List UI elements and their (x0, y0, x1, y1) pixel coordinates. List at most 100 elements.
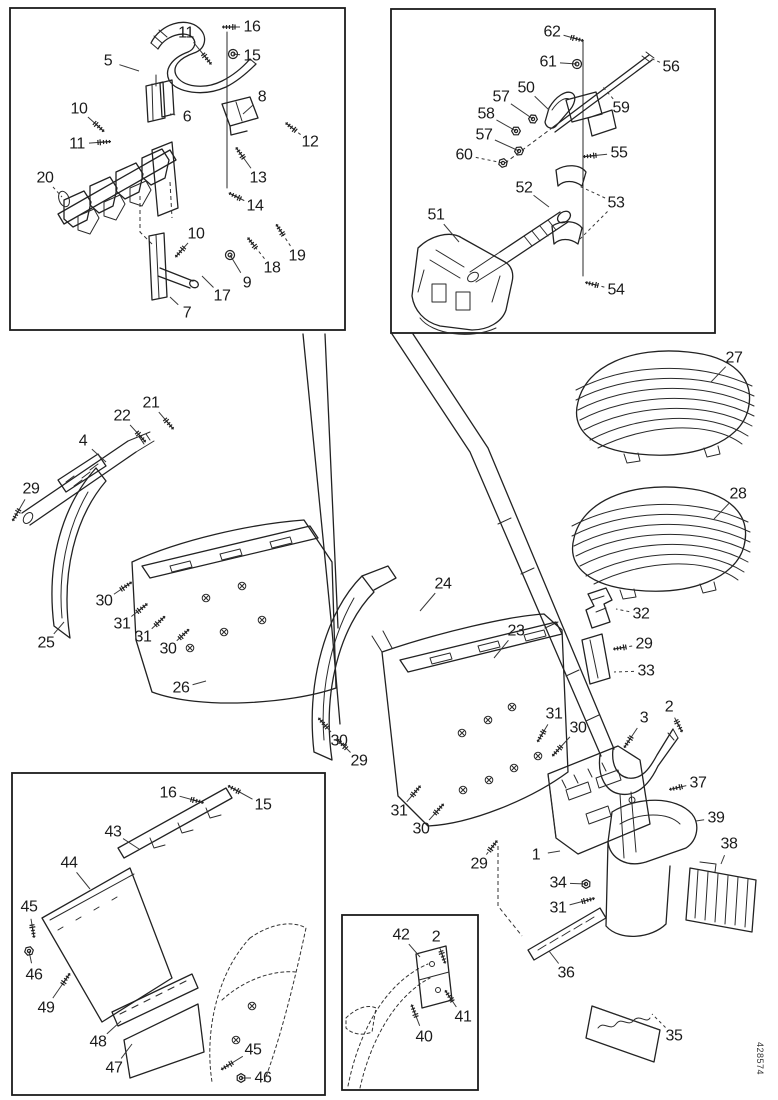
leader-line (720, 854, 726, 865)
callout-16: 16 (160, 785, 177, 802)
callout-31: 31 (391, 803, 408, 820)
callout-33: 33 (638, 663, 655, 680)
callout-59: 59 (613, 100, 630, 117)
callout-31: 31 (546, 706, 563, 723)
drawing-number: 428574 (755, 1042, 765, 1075)
leader-line (229, 254, 242, 274)
callout-36: 36 (558, 965, 575, 982)
leader-line (419, 592, 436, 612)
leader-line (192, 680, 207, 686)
callout-2: 2 (432, 929, 441, 946)
leader-line (713, 502, 731, 520)
leader-line (443, 223, 460, 243)
callout-44: 44 (61, 855, 78, 872)
part-worm-52 (467, 210, 572, 283)
callout-60: 60 (456, 147, 473, 164)
leader-line (485, 845, 494, 855)
callout-32: 32 (633, 606, 650, 623)
alignment-dash (139, 196, 153, 245)
leader-line (120, 1043, 133, 1059)
callout-61: 61 (540, 54, 557, 71)
leader-line (649, 57, 661, 63)
callout-58: 58 (478, 106, 495, 123)
part-shield-23 (371, 613, 569, 827)
part-handlebar-tube-left (302, 333, 341, 725)
leader-line (695, 819, 705, 822)
callout-24: 24 (435, 576, 452, 593)
main-assembly (21, 333, 757, 1063)
callout-19: 19 (289, 248, 306, 265)
callout-6: 6 (183, 109, 192, 126)
ghost-fender (209, 923, 307, 1083)
part-bracket-32 (585, 587, 613, 629)
callout-39: 39 (708, 810, 725, 827)
callout-10: 10 (71, 101, 88, 118)
callout-29: 29 (471, 856, 488, 873)
callout-53: 53 (608, 195, 625, 212)
callout-15: 15 (244, 48, 261, 65)
part-plate-44 (41, 867, 173, 1023)
part-axle-4 (21, 431, 155, 526)
leader-line (53, 621, 65, 635)
part-roller-17 (189, 279, 199, 289)
callout-49: 49 (38, 1000, 55, 1017)
callout-15: 15 (255, 797, 272, 814)
callout-29: 29 (636, 636, 653, 653)
callout-57: 57 (493, 89, 510, 106)
callout-13: 13 (250, 170, 267, 187)
leader-line (232, 53, 241, 56)
callout-51: 51 (428, 207, 445, 224)
callout-30: 30 (413, 821, 430, 838)
part-lever-50 (544, 91, 617, 137)
alignment-dash (497, 846, 523, 937)
callout-43: 43 (105, 824, 122, 841)
leader-line (534, 95, 550, 111)
leader-line (169, 113, 176, 116)
callout-8: 8 (258, 89, 267, 106)
callout-57: 57 (476, 127, 493, 144)
callout-11: 11 (69, 136, 85, 153)
callout-31: 31 (550, 900, 567, 917)
leader-line (52, 186, 63, 198)
callout-7: 7 (183, 305, 192, 322)
callout-29: 29 (351, 753, 368, 770)
inset-frame-bottom-middle (341, 914, 479, 1091)
callout-26: 26 (173, 680, 190, 697)
leader-line (602, 86, 614, 100)
leader-line (494, 139, 520, 152)
leader-line (615, 608, 630, 613)
callout-31: 31 (135, 629, 152, 646)
leader-line (578, 185, 606, 199)
callout-25: 25 (38, 635, 55, 652)
leader-line (559, 62, 578, 65)
leader-line (493, 639, 509, 659)
leader-line (76, 872, 91, 890)
leader-line (569, 882, 587, 885)
leader-line (547, 850, 561, 854)
callout-37: 37 (690, 775, 707, 792)
leader-line (119, 64, 140, 72)
inset-frame-bottom-left (11, 772, 326, 1096)
callout-46: 46 (26, 967, 43, 984)
part-bracket-33 (581, 633, 611, 685)
inset-frame-top-right (390, 8, 716, 334)
callout-40: 40 (416, 1029, 433, 1046)
part-handlebar-tube-right (391, 333, 679, 859)
callout-42: 42 (393, 927, 410, 944)
part-bracket-8 (221, 96, 259, 136)
callout-3: 3 (640, 710, 649, 727)
callout-54: 54 (608, 282, 625, 299)
leader-line (106, 1020, 122, 1035)
inset-frames (9, 7, 716, 1096)
part-strip-48 (111, 973, 199, 1027)
callout-27: 27 (726, 350, 743, 367)
callout-30: 30 (570, 720, 587, 737)
callout-1: 1 (532, 847, 541, 864)
callout-48: 48 (90, 1034, 107, 1051)
callout-35: 35 (666, 1028, 683, 1045)
callout-5: 5 (104, 53, 113, 70)
assembly-shield-extension (41, 787, 307, 1083)
